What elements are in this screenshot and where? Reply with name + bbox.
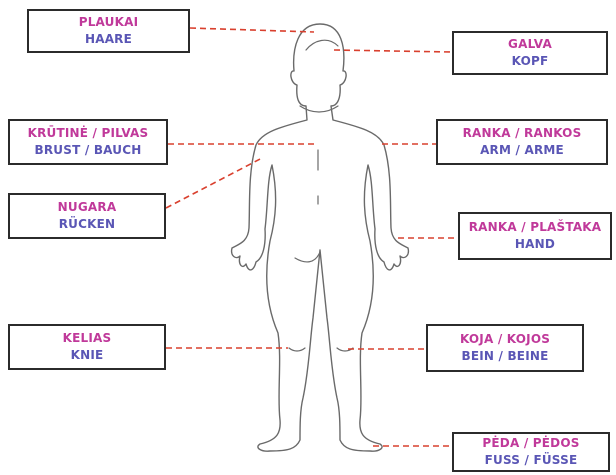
leader-line-back bbox=[166, 158, 262, 208]
label-arm-german: ARM / ARME bbox=[480, 142, 564, 159]
label-hair-lithuanian: PLAUKAI bbox=[79, 14, 139, 31]
label-chest-lithuanian: KRŪTINĖ / PILVAS bbox=[28, 125, 149, 142]
label-foot-lithuanian: PĖDA / PĖDOS bbox=[482, 435, 579, 452]
label-foot-german: FUSS / FÜSSE bbox=[485, 452, 578, 469]
leader-line-hair bbox=[190, 28, 314, 32]
label-leg: KOJA / KOJOS BEIN / BEINE bbox=[426, 324, 584, 372]
label-head: GALVA KOPF bbox=[452, 31, 608, 75]
label-hair-german: HAARE bbox=[85, 31, 132, 48]
label-hand-lithuanian: RANKA / PLAŠTAKA bbox=[469, 219, 602, 236]
label-leg-lithuanian: KOJA / KOJOS bbox=[460, 331, 550, 348]
label-leg-german: BEIN / BEINE bbox=[461, 348, 548, 365]
label-hand-german: HAND bbox=[515, 236, 555, 253]
label-chest-german: BRUST / BAUCH bbox=[35, 142, 142, 159]
label-knee-lithuanian: KELIAS bbox=[63, 330, 112, 347]
label-head-lithuanian: GALVA bbox=[508, 36, 552, 53]
label-hair: PLAUKAI HAARE bbox=[27, 9, 190, 53]
label-arm-lithuanian: RANKA / RANKOS bbox=[463, 125, 582, 142]
leader-line-head bbox=[334, 50, 452, 52]
label-hand: RANKA / PLAŠTAKA HAND bbox=[458, 212, 612, 260]
label-back-german: RÜCKEN bbox=[59, 216, 116, 233]
label-head-german: KOPF bbox=[512, 53, 549, 70]
label-foot: PĖDA / PĖDOS FUSS / FÜSSE bbox=[452, 432, 610, 472]
label-arm: RANKA / RANKOS ARM / ARME bbox=[436, 119, 608, 165]
label-back-lithuanian: NUGARA bbox=[58, 199, 117, 216]
label-back: NUGARA RÜCKEN bbox=[8, 193, 166, 239]
label-knee: KELIAS KNIE bbox=[8, 324, 166, 370]
label-knee-german: KNIE bbox=[71, 347, 104, 364]
label-chest: KRŪTINĖ / PILVAS BRUST / BAUCH bbox=[8, 119, 168, 165]
human-figure bbox=[232, 24, 409, 451]
